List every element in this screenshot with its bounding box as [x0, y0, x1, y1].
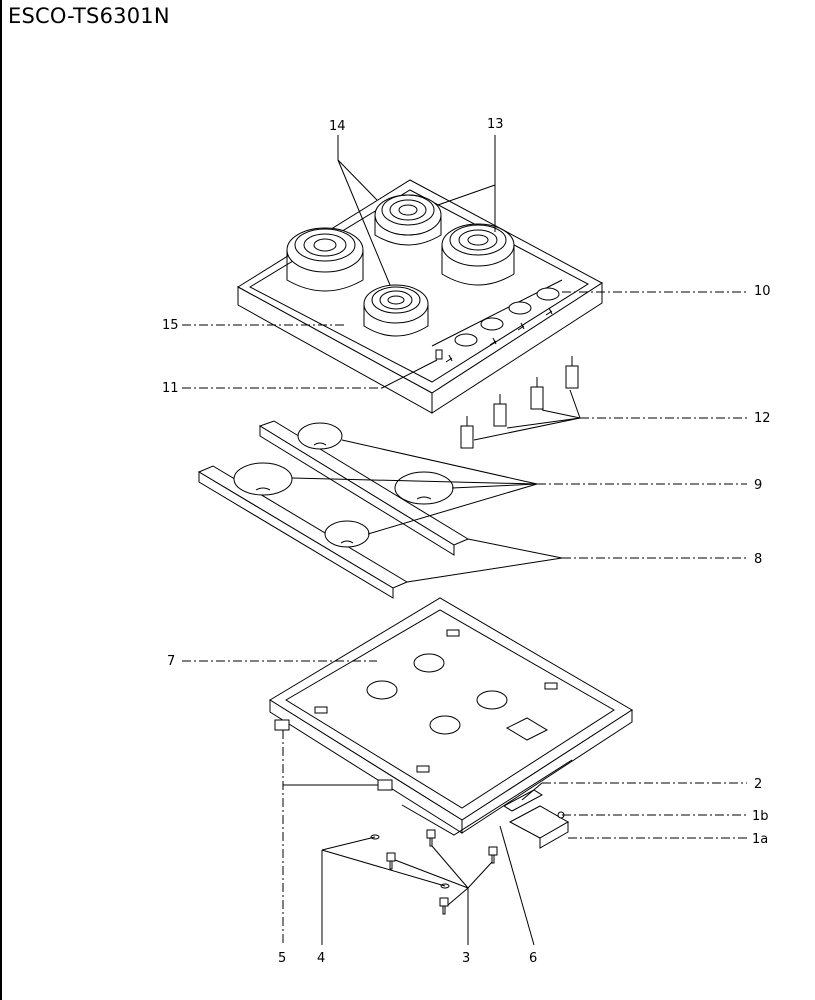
callout-3: 3 [462, 951, 470, 966]
callout-5: 5 [278, 951, 286, 966]
callout-14: 14 [329, 119, 346, 134]
base-tray [269, 597, 633, 834]
feet-and-screws [274, 719, 498, 915]
switches [460, 356, 579, 449]
callout-2: 2 [754, 777, 762, 792]
callout-1a: 1a [752, 832, 768, 847]
terminal-block [503, 789, 570, 849]
callout-9: 9 [754, 478, 762, 493]
callout-10: 10 [754, 284, 771, 299]
hotplate-front [363, 284, 429, 337]
support-rails [197, 420, 470, 599]
callout-7: 7 [167, 654, 175, 669]
callout-13: 13 [487, 117, 504, 132]
plate-holders [233, 422, 454, 548]
hob-top [237, 179, 603, 414]
control-knobs [445, 287, 560, 363]
callout-4: 4 [317, 951, 325, 966]
leader-lines [182, 135, 747, 946]
hotplate-left [286, 227, 364, 292]
callout-6: 6 [529, 951, 537, 966]
page-title: ESCO-TS6301N [8, 4, 170, 28]
callout-12: 12 [754, 411, 771, 426]
callout-1b: 1b [752, 809, 769, 824]
hotplate-right [441, 223, 515, 286]
callout-8: 8 [754, 552, 762, 567]
hotplate-rear [374, 194, 442, 246]
callout-11: 11 [162, 381, 179, 396]
indicator-light [435, 349, 443, 360]
callout-labels: 14 13 10 15 11 12 9 8 7 2 1b 1a 5 4 3 6 [162, 117, 771, 966]
callout-15: 15 [162, 318, 179, 333]
seal-frame [401, 759, 573, 836]
